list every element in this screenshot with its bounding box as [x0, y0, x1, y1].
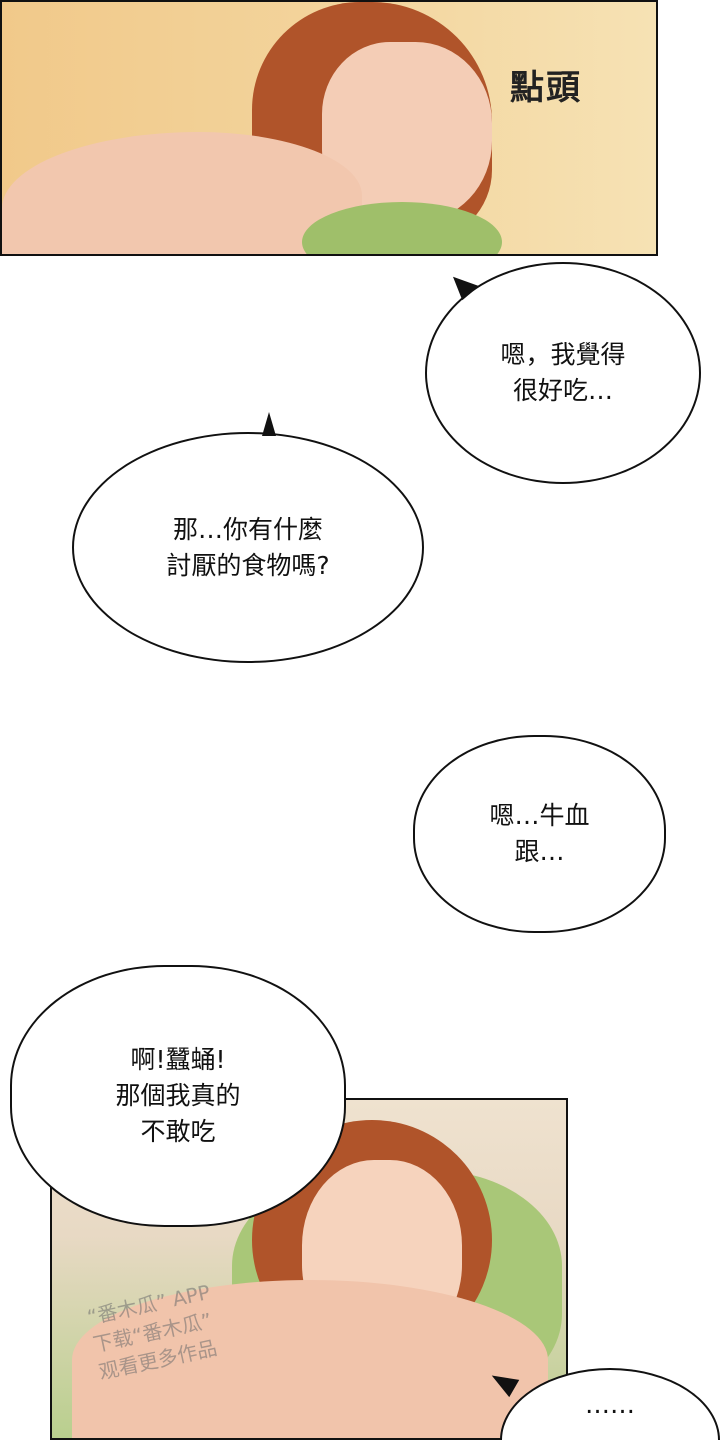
bubble-tail [262, 412, 276, 436]
speech-bubble-2: 那…你有什麼 討厭的食物嗎? [72, 432, 424, 663]
comic-panel-bottom: “番木瓜” APP 下载“番木瓜” 观看更多作品 [50, 1098, 568, 1440]
sound-effect-text: 點頭 [510, 68, 582, 108]
speech-bubble-3: 嗯…牛血 跟… [413, 735, 666, 933]
shoulder-shape [2, 132, 362, 254]
speech-bubble-1: 嗯，我覺得 很好吃… [425, 262, 701, 484]
speech-bubble-4: 啊!蠶蛹! 那個我真的 不敢吃 [10, 965, 346, 1227]
shoulder-shape [72, 1280, 548, 1438]
comic-panel-top: 點頭 [0, 0, 658, 256]
